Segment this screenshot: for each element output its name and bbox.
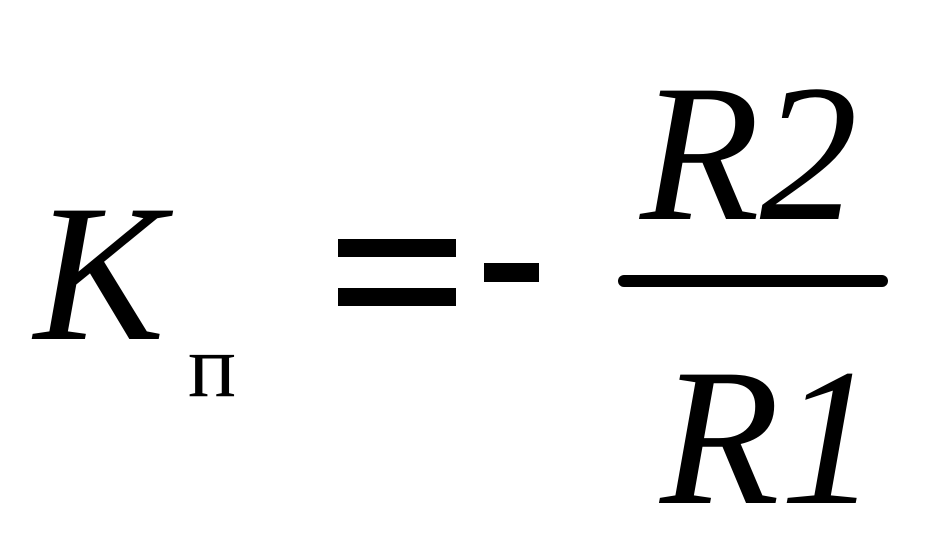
minus-sign [484, 263, 539, 282]
formula: K п R2 R1 [34, 45, 888, 546]
fraction-numerator: R2 [640, 45, 858, 262]
fraction-denominator: R1 [660, 329, 878, 546]
lhs-subscript: п [188, 317, 237, 416]
fraction-bar [618, 275, 888, 287]
equals-line-bottom [338, 288, 456, 306]
lhs-symbol: K [34, 165, 165, 382]
equals-line-top [338, 239, 456, 257]
